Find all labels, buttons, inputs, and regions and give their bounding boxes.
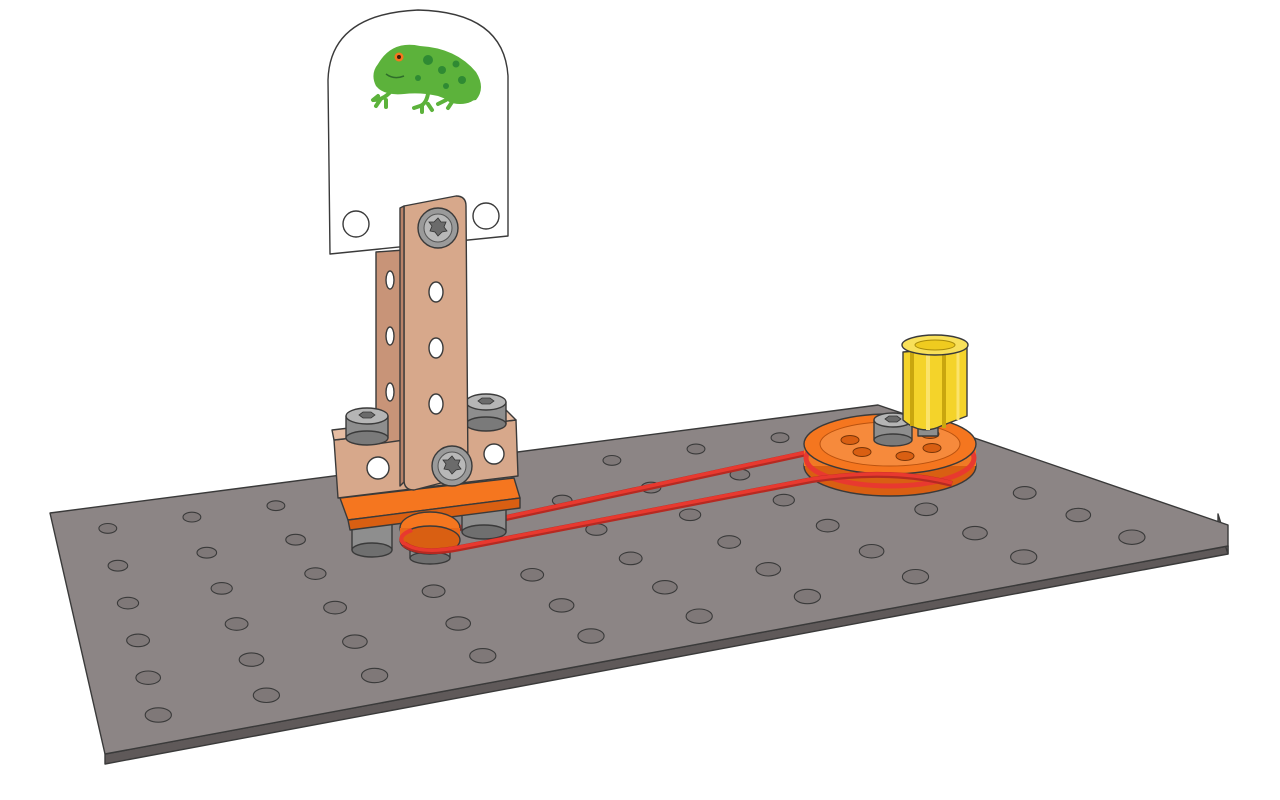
baseplate-hole: [901, 568, 930, 585]
top-torx-bolt: [417, 207, 459, 249]
block-bolts: [345, 393, 507, 446]
baseplate-hole: [815, 518, 840, 533]
pulley-hole: [895, 451, 915, 461]
baseplate-hole: [98, 522, 118, 534]
baseplate-hole: [126, 633, 151, 648]
baseplate-hole: [182, 511, 202, 523]
lower-torx-bolt: [431, 445, 473, 487]
baseplate-hole: [1010, 549, 1038, 565]
tower-assembly: [327, 9, 953, 565]
card-hole-right: [472, 202, 500, 230]
baseplate-hole: [1012, 486, 1037, 500]
baseplate-hole: [238, 652, 265, 667]
pulley-hole: [922, 443, 942, 453]
frog-card: [327, 9, 509, 255]
baseplate-hole: [107, 559, 129, 572]
baseplate-hole: [962, 525, 988, 541]
baseplate-hole: [469, 648, 497, 664]
baseplate-hole: [1118, 529, 1146, 545]
baseplate-hole: [772, 493, 795, 507]
baseplate-hole: [577, 628, 605, 644]
baseplate-hole: [678, 508, 702, 522]
baseplate-hole: [685, 608, 713, 624]
baseplate-hole: [520, 567, 545, 582]
orange-spacer: [339, 477, 521, 555]
baseplate-hole: [770, 432, 790, 444]
baseplate-hole: [210, 582, 233, 595]
baseplate-hole: [602, 454, 622, 466]
frog-icon: [371, 44, 481, 114]
baseplate-hole: [304, 567, 327, 580]
baseplate-holes: [98, 432, 1146, 723]
baseplate-hole: [686, 443, 706, 455]
baseplate-hole: [116, 596, 140, 610]
pulley-hole: [852, 447, 872, 457]
baseplate-hole: [224, 617, 249, 631]
baseplate-hole: [252, 687, 281, 704]
baseplate-hole: [266, 500, 286, 512]
baseplate-hole: [548, 598, 575, 613]
baseplate-hole: [793, 588, 822, 605]
baseplate-hole: [1065, 507, 1092, 523]
block-hole-left: [366, 456, 390, 480]
baseplate-hole: [144, 707, 172, 723]
card-hole-left: [342, 210, 370, 238]
baseplate: [49, 404, 1229, 765]
baseplate-hole: [285, 533, 306, 546]
baseplate-hole: [360, 667, 389, 684]
baseplate-hole: [342, 634, 368, 649]
baseplate-hole: [858, 543, 885, 559]
baseplate-hole: [652, 580, 678, 595]
pulley-hole: [840, 435, 860, 445]
baseplate-hole: [323, 600, 348, 615]
block-hole-right: [483, 443, 505, 465]
baseplate-hole: [717, 535, 742, 549]
baseplate-hole: [135, 670, 162, 685]
baseplate-hole: [755, 562, 782, 577]
baseplate-hole: [914, 502, 939, 517]
screwdriver-handle: [901, 334, 969, 437]
baseplate-hole: [445, 616, 472, 631]
baseplate-hole: [618, 551, 643, 566]
baseplate-hole: [196, 546, 218, 559]
baseplate-hole: [421, 584, 446, 599]
